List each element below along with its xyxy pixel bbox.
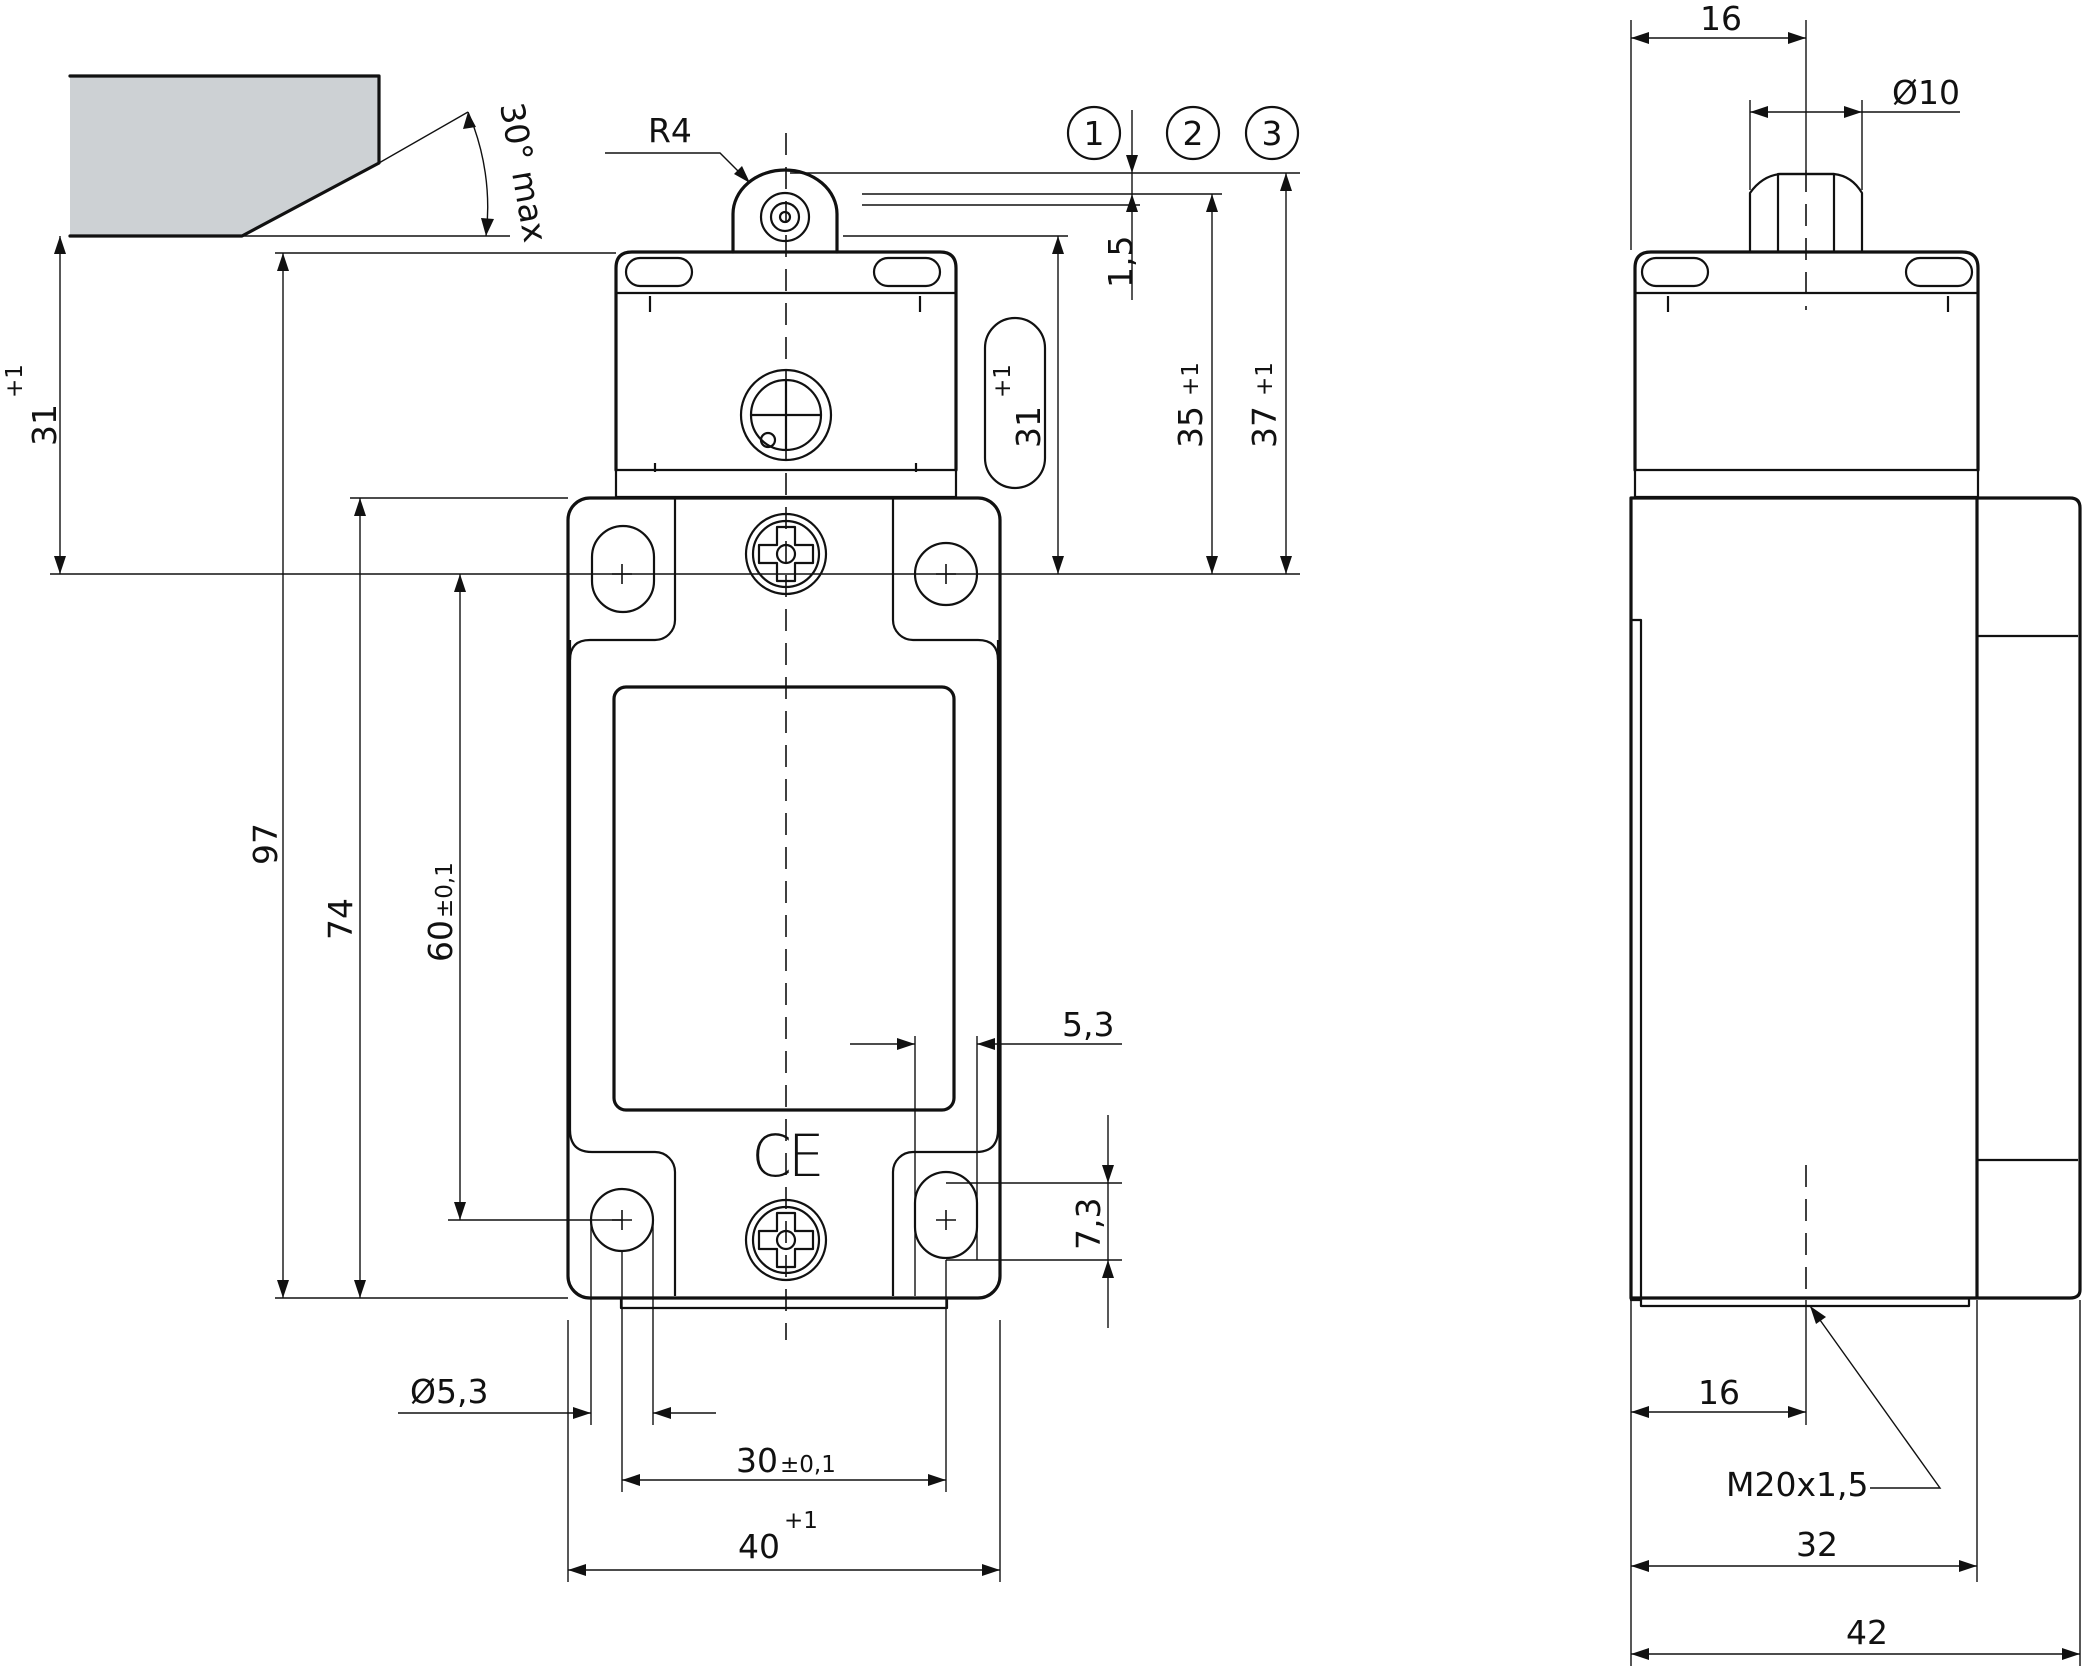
dim-hole-pitch-vertical: 60 ±0,1 — [421, 574, 622, 1221]
side-view: 16 Ø10 16 M20x1,5 — [1629, 0, 2082, 1666]
height-35-label: 35 — [1171, 406, 1210, 448]
dim-depth-42: 42 — [1631, 1300, 2081, 1666]
depth-32-label: 32 — [1796, 1525, 1838, 1564]
position-3-label: 3 — [1262, 114, 1283, 153]
thread-callout: M20x1,5 — [1726, 1305, 1942, 1504]
height-37-label: 37 — [1245, 406, 1284, 448]
side-body — [1629, 496, 2082, 1308]
side-top-16-label: 16 — [1700, 0, 1742, 38]
side-bottom-16-label: 16 — [1698, 1373, 1740, 1412]
depth-42-label: 42 — [1846, 1613, 1888, 1652]
dim-height-35: 35 +1 — [1171, 194, 1218, 574]
dim-hole-pitch-horizontal: 30 ±0,1 — [621, 1250, 947, 1492]
dim-side-top-16: 16 — [1630, 0, 1807, 250]
dim-height-97: 97 — [246, 252, 616, 1299]
position-2-label: 2 — [1183, 114, 1204, 153]
thread-label: M20x1,5 — [1726, 1465, 1868, 1504]
hole-pitch-horizontal-tolerance: ±0,1 — [780, 1452, 836, 1478]
switch-body: CE — [566, 496, 1002, 1310]
position-1-label: 1 — [1084, 114, 1105, 153]
hole-pitch-vertical-label: 60 — [421, 920, 460, 962]
hole-pitch-horizontal-label: 30 — [736, 1441, 778, 1480]
front-view: CE 1 2 3 R4 1,5 — [2, 105, 1300, 1582]
radius-callout: R4 — [605, 111, 750, 183]
dim-height-37: 37 +1 — [1245, 173, 1292, 574]
ce-mark-icon: CE — [751, 1122, 820, 1190]
height-31-label: 31 — [1009, 406, 1048, 448]
slot-length-label: 7,3 — [1069, 1198, 1108, 1250]
dim-depth-32: 32 — [1630, 1300, 1978, 1666]
switch-position-markers: 1 2 3 — [1066, 105, 1300, 161]
dim-hole-diameter: Ø5,3 — [398, 1220, 716, 1425]
dim-height-31-left: 31 +1 — [2, 236, 66, 574]
offset-label: 1,5 — [1101, 236, 1140, 288]
height-31-left-label: 31 — [25, 404, 64, 446]
height-74-label: 74 — [321, 898, 360, 940]
hole-pitch-vertical-tolerance: ±0,1 — [432, 862, 458, 918]
dim-slot-length: 7,3 — [946, 1115, 1122, 1328]
height-31-left-tolerance: +1 — [2, 364, 28, 398]
dim-side-bottom-16: 16 — [1631, 1300, 1807, 1425]
width-40-tolerance: +1 — [784, 1508, 818, 1534]
dim-width-40: 40 +1 — [567, 1320, 1001, 1582]
dim-slot-width: 5,3 — [850, 1005, 1122, 1296]
height-35-tolerance: +1 — [1178, 362, 1204, 396]
height-31-tolerance: +1 — [990, 364, 1016, 398]
dim-actuation-offset: 1,5 — [1101, 110, 1140, 300]
roller-diameter-label: Ø10 — [1892, 73, 1960, 112]
dim-roller-diameter: Ø10 — [1749, 73, 1960, 190]
slot-width-label: 5,3 — [1062, 1005, 1114, 1044]
dim-height-74: 74 — [321, 497, 568, 1298]
dim-height-31: 31 +1 — [983, 236, 1064, 574]
radius-label: R4 — [648, 111, 692, 150]
angle-label: 30° max — [492, 100, 555, 246]
actuator-cam-sketch: 30° max — [68, 74, 555, 246]
roller — [731, 168, 839, 254]
width-40-label: 40 — [738, 1527, 780, 1566]
height-97-label: 97 — [246, 823, 285, 865]
height-37-tolerance: +1 — [1252, 362, 1278, 396]
hole-diameter-label: Ø5,3 — [410, 1372, 488, 1411]
